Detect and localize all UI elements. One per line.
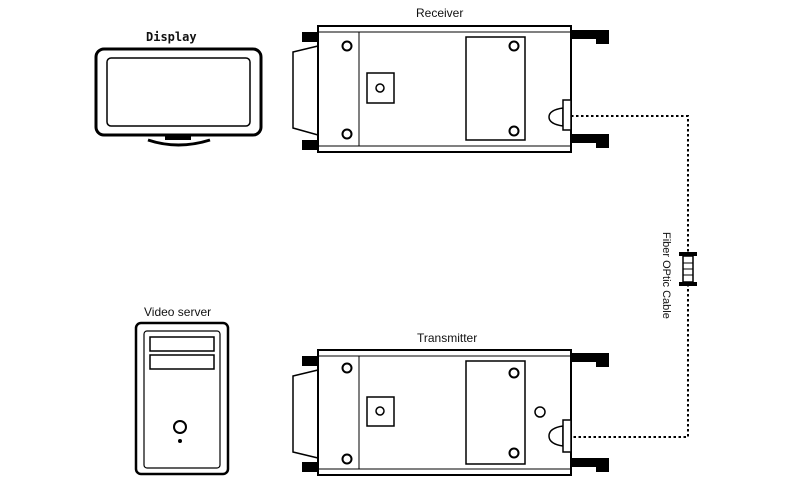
receiver-device [292, 25, 609, 153]
receiver-label: Receiver [416, 6, 463, 20]
fiber-cable-label: Fiber OPtic Cable [660, 232, 672, 319]
pc-tower-icon [134, 321, 230, 476]
monitor-icon [94, 47, 263, 147]
transmitter-device [292, 349, 609, 476]
transmitter-label: Transmitter [417, 331, 477, 345]
video-server-label: Video server [144, 305, 211, 319]
fiber-cable-icon [571, 115, 697, 438]
display-label: Display [146, 30, 197, 44]
